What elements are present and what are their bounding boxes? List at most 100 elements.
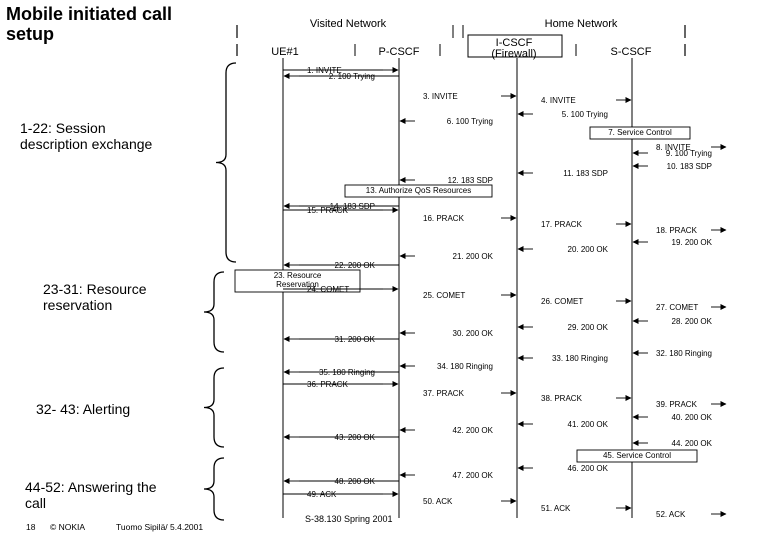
message-label-30: 30. 200 OK (453, 329, 494, 338)
message-41: 41. 200 OK (517, 420, 609, 429)
message-6: 6. 100 Trying (399, 117, 493, 126)
message-8: 8. INVITE (656, 143, 727, 152)
message-label-20: 20. 200 OK (568, 245, 609, 254)
message-label-11: 11. 183 SDP (563, 169, 608, 178)
message-label-36: 36. PRACK (307, 380, 349, 389)
message-label-34: 34. 180 Ringing (437, 362, 493, 371)
message-label-48: 48. 200 OK (335, 477, 376, 486)
message-label-52: 52. ACK (656, 510, 686, 519)
message-label-8: 8. INVITE (656, 143, 691, 152)
message-18: 18. PRACK (656, 226, 727, 235)
message-label-3: 3. INVITE (423, 92, 458, 101)
message-label-4: 4. INVITE (541, 96, 576, 105)
message-3: 3. INVITE (423, 92, 517, 101)
message-19: 19. 200 OK (632, 238, 713, 247)
message-label-12: 12. 183 SDP (448, 176, 493, 185)
message-4: 4. INVITE (541, 96, 632, 105)
message-12: 12. 183 SDP (399, 176, 493, 185)
message-label-51: 51. ACK (541, 504, 571, 513)
message-label-6: 6. 100 Trying (447, 117, 493, 126)
message-label-43: 43. 200 OK (335, 433, 376, 442)
footer-page-number: 18 (26, 522, 36, 532)
message-17: 17. PRACK (541, 220, 632, 229)
message-label-26: 26. COMET (541, 297, 583, 306)
message-label-29: 29. 200 OK (568, 323, 609, 332)
message-7: 7. Service Control (589, 126, 691, 140)
message-label-41: 41. 200 OK (568, 420, 609, 429)
message-label-15: 15. PRACK (307, 206, 349, 215)
message-29: 29. 200 OK (517, 323, 609, 332)
message-label-32: 32. 180 Ringing (656, 349, 712, 358)
entity-label-1: P-CSCF (379, 46, 420, 58)
message-16: 16. PRACK (423, 214, 517, 223)
message-1: 1. INVITE (283, 66, 399, 75)
message-21: 21. 200 OK (399, 252, 494, 261)
message-40: 40. 200 OK (632, 413, 713, 422)
visited-network-label: Visited Network (310, 18, 387, 30)
message-label-28: 28. 200 OK (672, 317, 713, 326)
message-label-17: 17. PRACK (541, 220, 583, 229)
message-48: 48. 200 OK (283, 477, 399, 486)
message-label-46: 46. 200 OK (568, 464, 609, 473)
phase-label-answering: 44-52: Answering the call (25, 479, 157, 511)
message-26: 26. COMET (541, 297, 632, 306)
message-38: 38. PRACK (541, 394, 632, 403)
message-label-18: 18. PRACK (656, 226, 698, 235)
message-31: 31. 200 OK (283, 335, 399, 344)
message-22: 22. 200 OK (283, 261, 399, 270)
message-label-21: 21. 200 OK (453, 252, 494, 261)
message-label-1: 1. INVITE (307, 66, 342, 75)
message-39: 39. PRACK (656, 400, 727, 409)
message-45: 45. Service Control (576, 449, 698, 463)
footer-company: © NOKIA (50, 522, 85, 532)
message-label-5: 5. 100 Trying (562, 110, 608, 119)
message-2: 2. 100 Trying (283, 72, 399, 81)
message-47: 47. 200 OK (399, 471, 494, 480)
phase-label-resource-reservation: 23-31: Resource reservation (43, 281, 147, 313)
footer-author-date: Tuomo Sipilä/ 5.4.2001 (116, 522, 203, 532)
message-44: 44. 200 OK (632, 439, 713, 448)
message-label-45: 45. Service Control (603, 451, 671, 460)
message-label-31: 31. 200 OK (335, 335, 376, 344)
message-30: 30. 200 OK (399, 329, 494, 338)
message-label-13: 13. Authorize QoS Resources (366, 186, 471, 195)
message-label-39: 39. PRACK (656, 400, 698, 409)
message-label-16: 16. PRACK (423, 214, 465, 223)
message-label-2: 2. 100 Trying (329, 72, 375, 81)
message-label-40: 40. 200 OK (672, 413, 713, 422)
home-network-label: Home Network (545, 18, 618, 30)
message-46: 46. 200 OK (517, 464, 609, 473)
message-9: 9. 100 Trying (632, 149, 712, 158)
message-43: 43. 200 OK (283, 433, 399, 442)
message-label-14: 14. 183 SDP (330, 202, 375, 211)
message-20: 20. 200 OK (517, 245, 609, 254)
message-35: 35. 180 Ringing (283, 368, 399, 377)
message-32: 32. 180 Ringing (632, 349, 712, 358)
message-label-7: 7. Service Control (608, 128, 672, 137)
message-49: 49. ACK (283, 490, 399, 499)
message-label-19: 19. 200 OK (672, 238, 713, 247)
message-label-37: 37. PRACK (423, 389, 465, 398)
message-label-25: 25. COMET (423, 291, 465, 300)
message-label-35: 35. 180 Ringing (319, 368, 375, 377)
entity-label-2: I-CSCF(Firewall) (491, 37, 536, 60)
entity-label-0: UE#1 (271, 46, 299, 58)
message-50: 50. ACK (423, 497, 517, 506)
message-24: 24. COMET (283, 285, 399, 294)
message-label-44: 44. 200 OK (672, 439, 713, 448)
message-label-9: 9. 100 Trying (666, 149, 712, 158)
message-label-24: 24. COMET (307, 285, 349, 294)
message-label-50: 50. ACK (423, 497, 453, 506)
phase-brace-0 (215, 62, 237, 263)
message-15: 15. PRACK (283, 206, 399, 215)
message-label-22: 22. 200 OK (335, 261, 376, 270)
message-27: 27. COMET (656, 303, 727, 312)
phase-label-session-description: 1-22: Session description exchange (20, 120, 153, 152)
message-label-38: 38. PRACK (541, 394, 583, 403)
entity-label-3: S-CSCF (611, 46, 652, 58)
message-34: 34. 180 Ringing (399, 362, 493, 371)
message-5: 5. 100 Trying (517, 110, 608, 119)
